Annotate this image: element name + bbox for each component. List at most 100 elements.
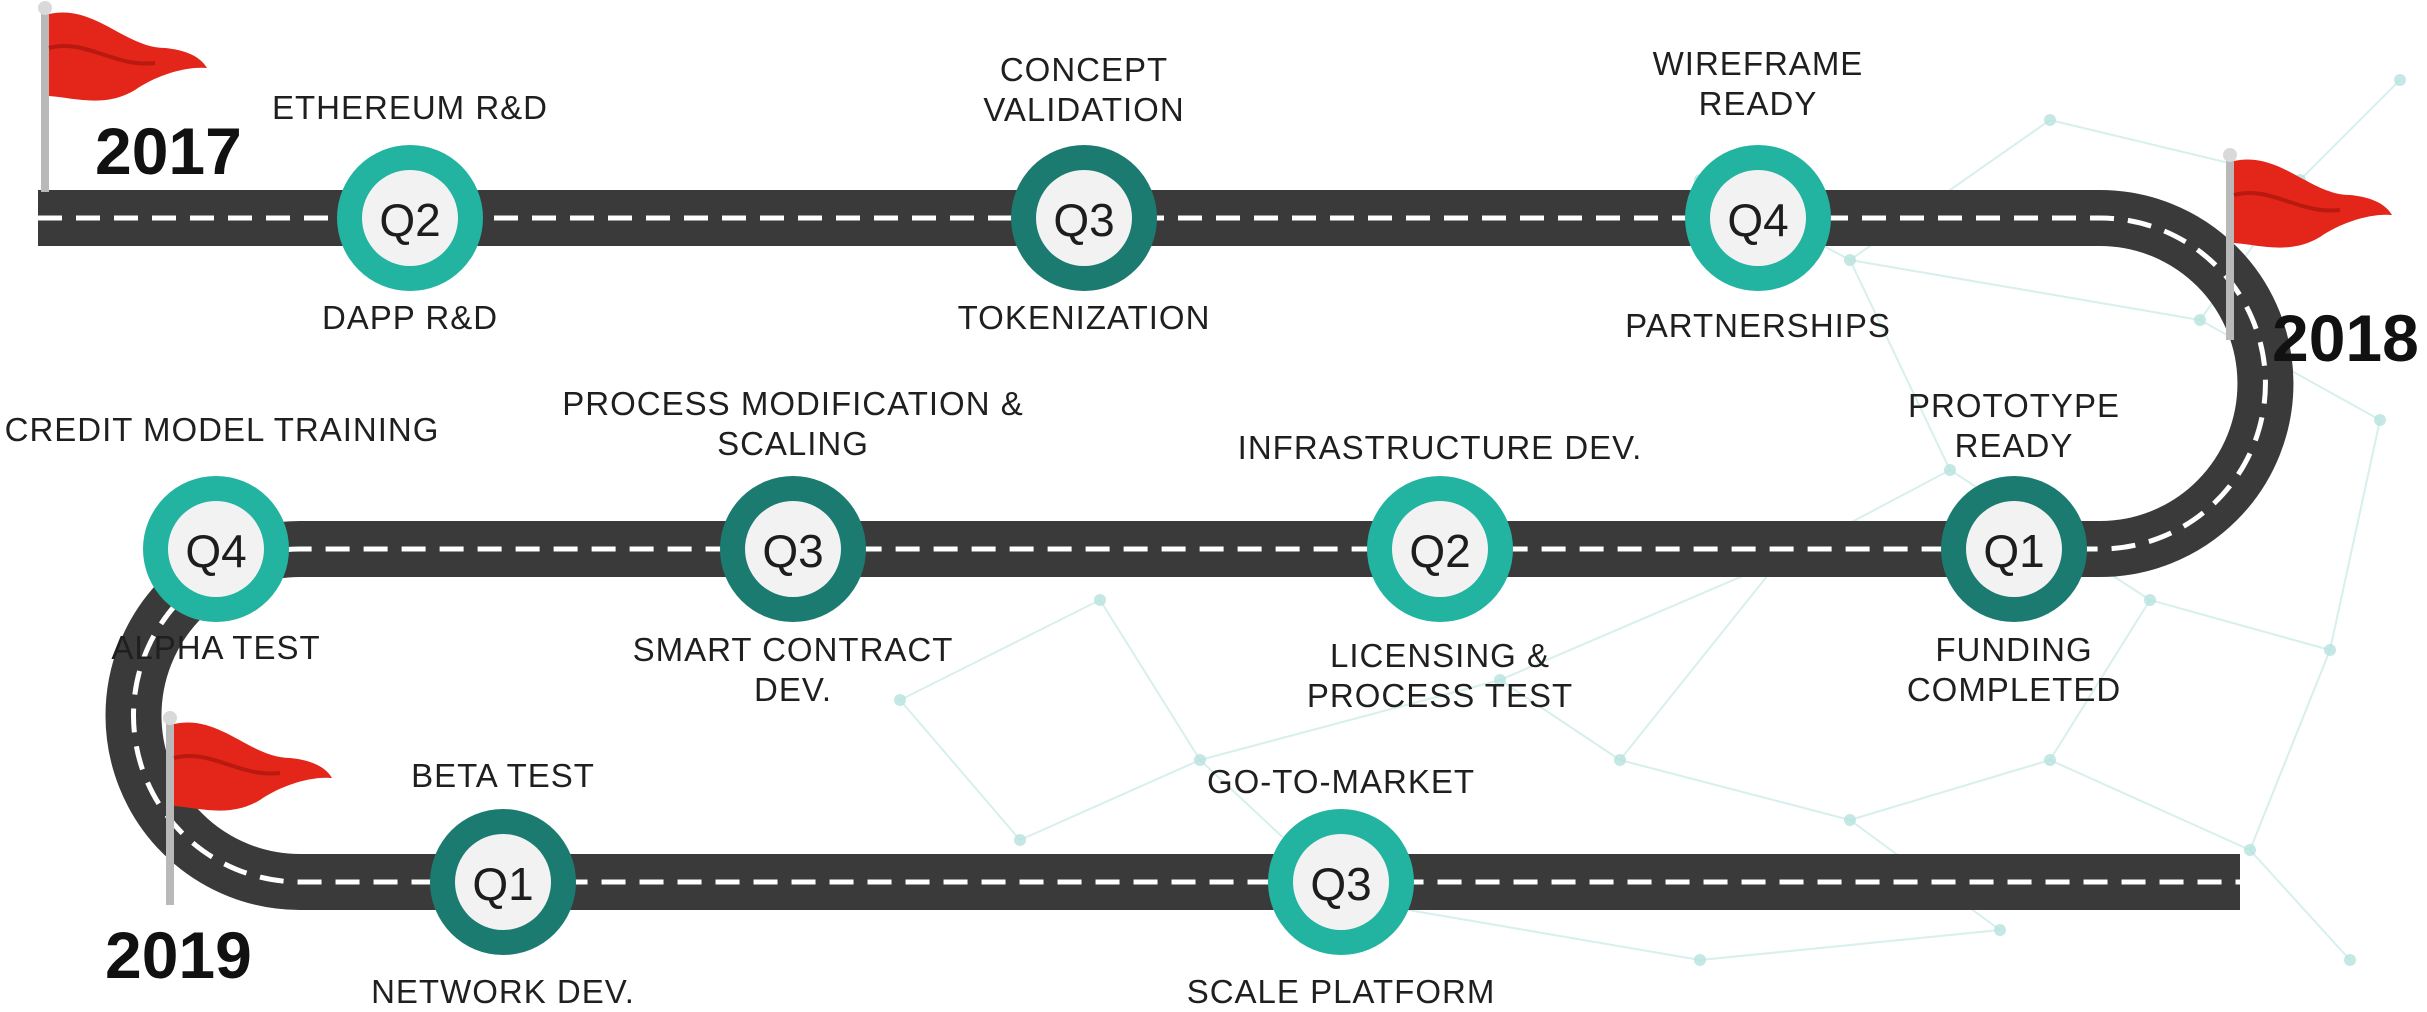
milestone-bottom-label: NETWORK DEV. [371,972,635,1012]
milestone-label-line: TOKENIZATION [957,299,1211,336]
milestone-label-line: SCALE PLATFORM [1186,973,1496,1010]
year-label-2018: 2018 [2272,301,2419,375]
milestone-label-line: PROTOTYPE [1908,387,2120,424]
network-node [2044,114,2056,126]
milestone-top-label: ETHEREUM R&D [272,88,548,128]
milestone-label-line: VALIDATION [983,91,1185,128]
milestone-label-line: ALPHA TEST [111,629,321,666]
milestone-top-label: INFRASTRUCTURE DEV. [1238,428,1643,468]
network-node [1014,834,1026,846]
flag-pole-cap [38,1,52,15]
network-node [2344,954,2356,966]
milestone-center [1036,170,1132,266]
milestone-top-label: CREDIT MODEL TRAINING [5,410,440,450]
road-lane-marking [38,215,2268,885]
network-link [2049,759,2251,851]
network-link [1619,759,1851,821]
milestone-label-line: WIREFRAME [1652,45,1864,82]
milestone-top-label: GO-TO-MARKET [1207,762,1475,802]
network-node [2144,594,2156,606]
milestone-quarter-label: Q4 [1727,194,1788,246]
network-link [1849,759,2051,821]
flag-2017 [38,1,207,192]
milestone-label-line: ETHEREUM R&D [271,89,549,126]
milestone-center [168,501,264,597]
network-node [1944,464,1956,476]
network-node [1494,674,1506,686]
milestone-center [745,501,841,597]
milestone-marker: Q4 [1685,145,1831,291]
network-link [1019,759,1201,841]
milestone-center [1966,501,2062,597]
milestone-quarter-label: Q3 [1053,194,1114,246]
milestone-label-line: COMPLETED [1906,671,2122,708]
milestone-label-line: CREDIT MODEL TRAINING [4,411,440,448]
network-link [1099,599,1201,761]
network-link [2149,599,2331,651]
network-link [1499,679,1621,761]
network-node [2324,644,2336,656]
network-node [1094,594,1106,606]
network-link [2049,599,2151,761]
milestone-center [362,170,458,266]
year-label-2017: 2017 [95,114,242,188]
milestone-marker: Q4 [143,476,289,622]
network-node [1194,754,1206,766]
network-link [2329,419,2381,651]
milestone-label-line: READY [1954,427,2074,464]
milestone-bottom-label: ALPHA TEST [111,628,320,668]
network-link [2249,849,2351,961]
milestone-marker: Q2 [1367,476,1513,622]
network-link [1849,259,1951,471]
milestone-center [1293,834,1389,930]
milestone-label-line: PROCESS TEST [1306,677,1574,714]
network-link [1849,259,2201,321]
milestone-quarter-label: Q3 [1310,858,1371,910]
network-link [1619,559,1781,761]
milestone-label-line: FUNDING [1935,631,2093,668]
flag-fold [48,44,156,66]
milestone-quarter-label: Q1 [1983,525,2044,577]
milestone-marker: Q1 [430,809,576,955]
milestone-label-line: DEV. [753,671,832,708]
milestone-quarter-label: Q3 [762,525,823,577]
flag-cloth [49,12,207,101]
milestone-label-line: PROCESS MODIFICATION & [562,385,1024,422]
milestone-label-line: READY [1698,85,1818,122]
milestone-center [1710,170,1806,266]
milestone-bottom-label: SCALE PLATFORM [1187,972,1496,1012]
milestone-marker: Q3 [1268,809,1414,955]
milestone-label-line: CONCEPT [999,51,1169,88]
flag-2018 [2223,148,2392,340]
milestone-label-line: NETWORK DEV. [371,973,635,1010]
network-node [2244,844,2256,856]
milestone-bottom-label: PARTNERSHIPS [1625,306,1891,346]
year-label-2019: 2019 [105,918,252,992]
network-link [1699,929,2001,961]
network-link [1499,559,1781,681]
flag-2019 [163,711,332,905]
milestone-marker: Q1 [1941,476,2087,622]
milestone-label-line: LICENSING & [1329,637,1551,674]
milestone-quarter-label: Q1 [472,858,533,910]
milestone-label-line: DAPP R&D [321,299,499,336]
network-link [899,699,1021,841]
milestone-label-line: GO-TO-MARKET [1206,763,1476,800]
network-node [2394,74,2406,86]
milestone-center [455,834,551,930]
milestone-label-line: SMART CONTRACT [632,631,954,668]
milestone-marker: Q2 [337,145,483,291]
network-node [1844,254,1856,266]
flag-fold [173,754,281,776]
network-node [2044,754,2056,766]
milestone-center [1392,501,1488,597]
flag-cloth [174,722,332,811]
network-node [1844,814,1856,826]
flag-fold [2233,191,2341,213]
